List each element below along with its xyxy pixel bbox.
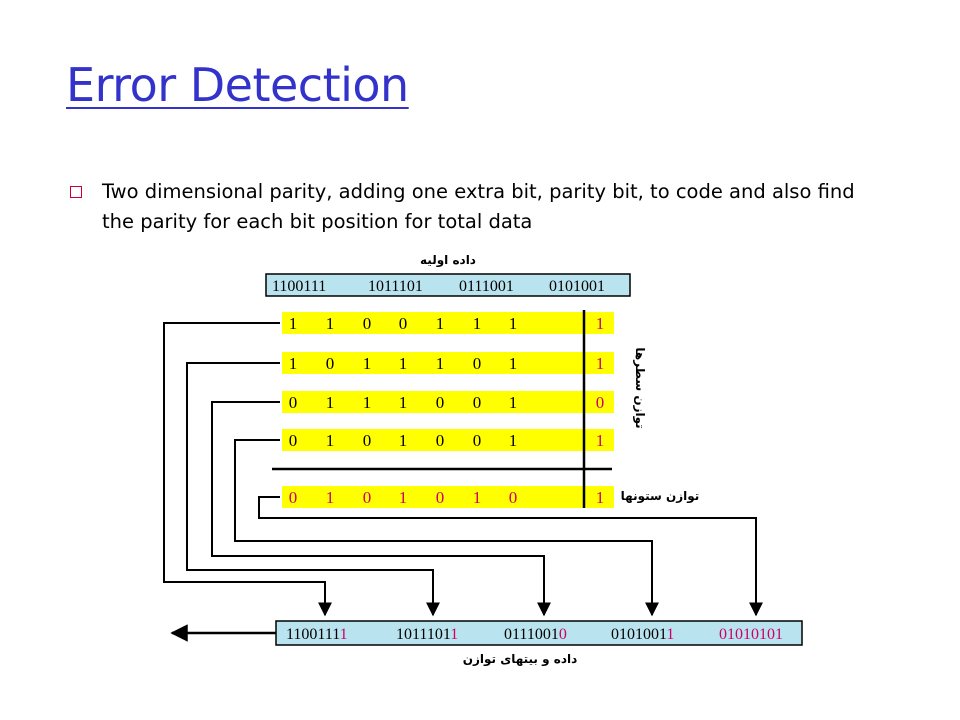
data-bit: 1 — [326, 431, 335, 450]
row-highlight — [282, 486, 614, 508]
output-parity-part: 0 — [559, 626, 567, 643]
original-word: 0111001 — [459, 278, 514, 295]
row3-connector — [211, 401, 551, 617]
row-highlight — [282, 429, 614, 451]
slide-title: Error Detection — [66, 58, 409, 112]
output-data-part: 01010101 — [719, 626, 783, 643]
output-word: 01010101 — [719, 626, 783, 643]
data-bit: 1 — [399, 393, 408, 412]
row-parity-bit: 0 — [596, 393, 605, 412]
row-highlight — [282, 352, 614, 374]
data-bit: 0 — [363, 488, 372, 507]
data-bit: 0 — [436, 393, 445, 412]
data-bit: 0 — [289, 488, 298, 507]
data-bit: 0 — [473, 393, 482, 412]
bullet-text: Two dimensional parity, adding one extra… — [102, 180, 855, 233]
row1-connector — [163, 322, 332, 617]
data-bit: 1 — [509, 354, 518, 373]
original-word: 0101001 — [549, 278, 605, 295]
output-data-part: 1011101 — [396, 626, 451, 643]
data-bit: 1 — [399, 354, 408, 373]
data-bit: 0 — [326, 354, 335, 373]
output-parity-part: 1 — [340, 626, 348, 643]
original-data-box — [265, 273, 631, 297]
output-word: 01110010 — [504, 626, 567, 643]
column-parity-connector — [258, 496, 763, 617]
data-row: 1 1 0 0 1 1 1 1 — [282, 312, 614, 334]
data-bit: 1 — [473, 488, 482, 507]
output-data-part: 0111001 — [504, 626, 559, 643]
row4-connector — [234, 439, 659, 617]
output-data-box — [275, 620, 803, 646]
data-bit: 1 — [363, 354, 372, 373]
data-bit: 1 — [509, 393, 518, 412]
data-bit: 1 — [363, 393, 372, 412]
output-parity-part: 1 — [450, 626, 458, 643]
connector-lines — [163, 322, 763, 617]
bullet-square-icon — [70, 186, 82, 198]
data-bit: 1 — [509, 314, 518, 333]
data-row: 1 0 1 1 1 0 1 1 — [282, 352, 614, 374]
row-parity-bit: 1 — [596, 314, 605, 333]
data-bit: 1 — [326, 314, 335, 333]
data-bit: 1 — [436, 314, 445, 333]
data-row: 0 1 0 1 0 0 1 1 — [282, 429, 614, 451]
data-bit: 1 — [399, 431, 408, 450]
row-highlight — [282, 312, 614, 334]
output-word: 01010011 — [611, 626, 674, 643]
data-bit: 1 — [436, 354, 445, 373]
original-word: 1100111 — [272, 278, 326, 295]
output-data-label: داده و بیتهای توازن — [463, 652, 578, 667]
data-bit: 0 — [509, 488, 518, 507]
original-data-words: 1100111 1011101 0111001 0101001 — [272, 278, 605, 295]
data-bit: 1 — [399, 488, 408, 507]
data-bit: 1 — [289, 354, 298, 373]
data-row: 0 1 1 1 0 0 1 0 — [282, 391, 614, 413]
original-data-label: داده اولیه — [420, 253, 476, 268]
data-bit: 0 — [363, 314, 372, 333]
row-parity-label: توازن سطرها — [632, 347, 647, 428]
row2-connector — [186, 362, 440, 617]
data-bit: 0 — [436, 431, 445, 450]
data-bit: 1 — [326, 393, 335, 412]
data-bit: 0 — [289, 393, 298, 412]
output-data-part: 1100111 — [286, 626, 340, 643]
parity-grid: 1 1 0 0 1 1 1 1 1 0 1 1 1 0 1 1 0 1 1 1 0 0 1 0 0 1 0 1 0 0 1 1 0 1 0 1 0 1 0 1 — [282, 312, 614, 508]
output-parity-part: 1 — [666, 626, 674, 643]
data-bit: 1 — [289, 314, 298, 333]
output-word: 10111011 — [396, 626, 458, 643]
row-parity-bit: 1 — [596, 488, 605, 507]
column-parity-label: توازن ستونها — [621, 489, 700, 504]
data-bit: 0 — [363, 431, 372, 450]
output-word: 11001111 — [286, 626, 348, 643]
row-parity-bit: 1 — [596, 431, 605, 450]
data-bit: 0 — [289, 431, 298, 450]
original-word: 1011101 — [368, 278, 423, 295]
data-bit: 0 — [473, 431, 482, 450]
column-parity-row: 0 1 0 1 0 1 0 1 — [282, 486, 614, 508]
data-bit: 1 — [473, 314, 482, 333]
row-highlight — [282, 391, 614, 413]
data-bit: 0 — [473, 354, 482, 373]
data-bit: 0 — [436, 488, 445, 507]
output-data-part: 0101001 — [611, 626, 667, 643]
data-bit: 1 — [326, 488, 335, 507]
row-parity-bit: 1 — [596, 354, 605, 373]
data-bit: 0 — [399, 314, 408, 333]
data-bit: 1 — [509, 431, 518, 450]
